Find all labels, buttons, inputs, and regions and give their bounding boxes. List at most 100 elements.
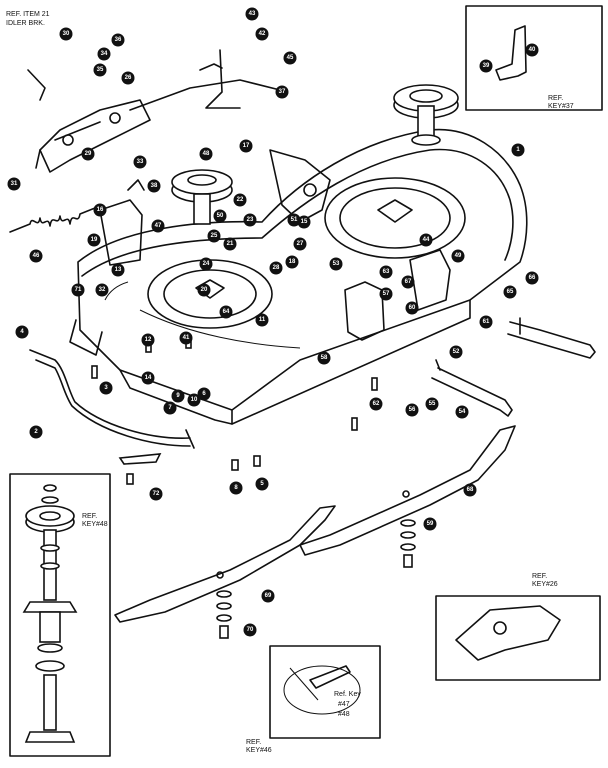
callout-number: 32 <box>99 287 106 293</box>
callout-number: 10 <box>191 397 198 403</box>
mower-deck-housing <box>69 128 528 425</box>
callout-bubble <box>243 623 257 637</box>
callout-33: 33 <box>133 155 147 169</box>
callout-number: 31 <box>11 181 18 187</box>
callout-bubble <box>141 371 155 385</box>
callout-bubble <box>179 331 193 345</box>
callout-22: 22 <box>233 193 247 207</box>
callout-number: 33 <box>137 159 144 165</box>
top-right-ref-caption-2: KEY#37 <box>548 103 574 110</box>
tension-spring <box>9 205 101 233</box>
callout-bubble <box>285 255 299 269</box>
callout-number: 22 <box>237 197 244 203</box>
rear-rods <box>431 317 596 417</box>
callout-bubble <box>451 249 465 263</box>
callout-47: 47 <box>151 219 165 233</box>
callout-25: 25 <box>207 229 221 243</box>
callout-number: 48 <box>203 151 210 157</box>
callout-bubble <box>243 213 257 227</box>
bottom-ref-caption-2: KEY#46 <box>246 747 272 754</box>
callout-4: 4 <box>15 325 29 339</box>
callout-number: 23 <box>247 217 254 223</box>
callout-bubble <box>261 589 275 603</box>
callout-50: 50 <box>213 209 227 223</box>
callout-bubble <box>95 283 109 297</box>
callout-27: 27 <box>293 237 307 251</box>
callout-58: 58 <box>317 351 331 365</box>
callout-number: 68 <box>467 487 474 493</box>
callout-29: 29 <box>81 147 95 161</box>
bottom-right-ref-caption-2: KEY#26 <box>532 581 558 588</box>
callout-bubble <box>121 71 135 85</box>
inset-bottom-right <box>435 595 601 681</box>
callout-number: 17 <box>243 143 250 149</box>
callout-number: 56 <box>409 407 416 413</box>
callout-32: 32 <box>95 283 109 297</box>
callout-number: 58 <box>321 355 328 361</box>
callout-56: 56 <box>405 403 419 417</box>
callout-bubble <box>525 43 539 57</box>
inset-spindle <box>9 473 111 757</box>
callout-number: 13 <box>115 267 122 273</box>
callout-number: 34 <box>101 51 108 57</box>
callout-number: 66 <box>529 275 536 281</box>
callout-bubble <box>197 283 211 297</box>
callout-bubble <box>401 275 415 289</box>
callout-number: 50 <box>217 213 224 219</box>
callout-number: 9 <box>176 393 180 399</box>
belt-guard-bracket <box>269 149 331 223</box>
callout-2: 2 <box>29 425 43 439</box>
bottom-inset-ref-caption-3: #48 <box>338 711 350 718</box>
callout-bubble <box>455 405 469 419</box>
callout-number: 24 <box>203 261 210 267</box>
callout-number: 6 <box>202 391 206 397</box>
callout-17: 17 <box>239 139 253 153</box>
callout-number: 61 <box>483 319 490 325</box>
callout-bubble <box>423 517 437 531</box>
callout-31: 31 <box>7 177 21 191</box>
callout-46: 46 <box>29 249 43 263</box>
callout-number: 62 <box>373 401 380 407</box>
callout-bubble <box>87 233 101 247</box>
callout-bubble <box>369 397 383 411</box>
left-blade <box>114 505 336 623</box>
callout-35: 35 <box>93 63 107 77</box>
callout-bubble <box>111 263 125 277</box>
small-bolts <box>91 335 378 485</box>
callout-42: 42 <box>255 27 269 41</box>
callout-number: 47 <box>155 223 162 229</box>
callout-number: 67 <box>405 279 412 285</box>
callout-bubble <box>29 425 43 439</box>
callout-bubble <box>197 387 211 401</box>
callout-38: 38 <box>147 179 161 193</box>
callout-number: 30 <box>63 31 70 37</box>
bottom-inset-ref-caption-1: Ref. Key <box>334 691 361 698</box>
callout-bubble <box>479 59 493 73</box>
front-bumper <box>29 349 195 449</box>
callout-41: 41 <box>179 331 193 345</box>
callout-number: 5 <box>260 481 264 487</box>
callout-15: 15 <box>297 215 311 229</box>
right-blade-washers <box>400 519 416 568</box>
callout-bubble <box>97 47 111 61</box>
callout-14: 14 <box>141 371 155 385</box>
callout-bubble <box>269 261 283 275</box>
callout-number: 54 <box>459 409 466 415</box>
idler-bracket <box>27 69 151 173</box>
callout-9: 9 <box>171 389 185 403</box>
callout-bubble <box>151 219 165 233</box>
callout-bubble <box>255 477 269 491</box>
callout-number: 65 <box>507 289 514 295</box>
callout-57: 57 <box>379 287 393 301</box>
callout-30: 30 <box>59 27 73 41</box>
callout-70: 70 <box>243 623 257 637</box>
callout-65: 65 <box>503 285 517 299</box>
callout-45: 45 <box>283 51 297 65</box>
callout-bubble <box>379 287 393 301</box>
callout-number: 44 <box>423 237 430 243</box>
callout-8: 8 <box>229 481 243 495</box>
callout-number: 72 <box>153 491 160 497</box>
callout-24: 24 <box>199 257 213 271</box>
callout-64: 64 <box>219 305 233 319</box>
